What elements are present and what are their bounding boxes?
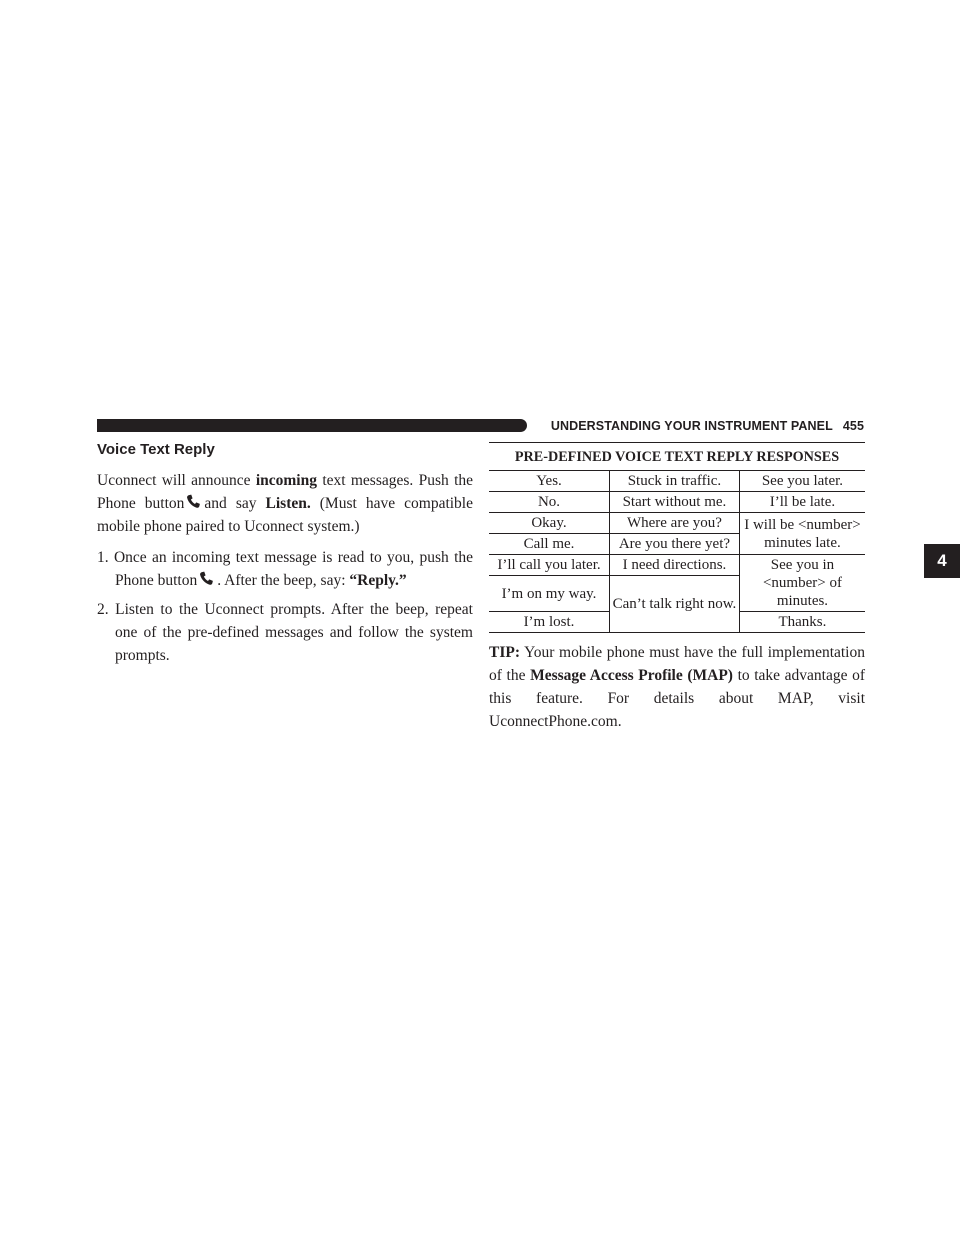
step-number: 1. — [97, 549, 109, 566]
phone-icon — [199, 571, 214, 586]
header-bar — [97, 419, 527, 432]
intro-bold-listen: Listen. — [265, 495, 311, 512]
step-item: 1. Once an incoming text message is read… — [97, 546, 473, 592]
table-cell: Stuck in traffic. — [609, 470, 740, 492]
table-cell: Are you there yet? — [609, 533, 740, 555]
table-cell: See you in <number> of minutes. — [739, 554, 865, 612]
intro-paragraph: Uconnect will announce incoming text mes… — [97, 469, 473, 538]
reply-responses-table: PRE-DEFINED VOICE TEXT REPLY RESPONSES Y… — [489, 442, 865, 633]
page-number: 455 — [842, 419, 864, 433]
table-cell: Where are you? — [609, 512, 740, 534]
table-cell: Okay. — [489, 512, 610, 534]
intro-text-1: Uconnect will announce — [97, 472, 256, 489]
running-head-title: UNDERSTANDING YOUR INSTRUMENT PANEL — [550, 419, 833, 433]
table-row: I’m lost. Thanks. — [489, 611, 865, 633]
step-number: 2. — [97, 601, 109, 618]
table-cell: No. — [489, 491, 610, 513]
table-cell: Thanks. — [739, 611, 865, 633]
left-column: Voice Text Reply Uconnect will announce … — [97, 440, 473, 673]
table-cell: Yes. — [489, 470, 610, 492]
step-text: Listen to the Uconnect prompts. After th… — [115, 601, 473, 664]
table-cell: I’ll call you later. — [489, 554, 610, 576]
section-title: Voice Text Reply — [97, 441, 215, 458]
table-cell: I will be <number> minutes late. — [739, 512, 865, 555]
table-cell: I’m on my way. — [489, 575, 610, 612]
tip-bold-map: Message Access Profile (MAP) — [530, 667, 733, 684]
table-cell: I’m lost. — [489, 611, 610, 633]
table-row: Yes. Stuck in traffic. See you later. — [489, 470, 865, 492]
table-row: I’m on my way. Can’t talk right now. — [489, 575, 865, 633]
table-row: Call me. Are you there yet? — [489, 533, 865, 555]
chapter-tab[interactable]: 4 — [924, 544, 960, 578]
table-cell: I’ll be late. — [739, 491, 865, 513]
steps-list: 1. Once an incoming text message is read… — [97, 546, 473, 667]
table-header-row: PRE-DEFINED VOICE TEXT REPLY RESPONSES — [489, 442, 865, 471]
table-row: Okay. Where are you? I will be <number> … — [489, 512, 865, 555]
phone-icon — [186, 494, 201, 509]
table-cell: Start without me. — [609, 491, 740, 513]
tip-text-1: Your mobile phone must have the full imp… — [489, 644, 865, 684]
step-text: Once an incoming text message is read to… — [113, 549, 474, 589]
step-item: 2. Listen to the Uconnect prompts. After… — [97, 598, 473, 667]
tip-label: TIP: — [489, 644, 520, 661]
tip-text-2: to take advantage of this feature. For d… — [489, 667, 865, 730]
table-cell: Can’t talk right now. — [609, 575, 740, 633]
table-title: PRE-DEFINED VOICE TEXT REPLY RESPONSES — [489, 442, 865, 471]
table-cell: See you later. — [739, 470, 865, 492]
intro-text-3: and say — [204, 495, 266, 512]
table-row: I’ll call you later. I need directions. … — [489, 554, 865, 612]
table-cell: Call me. — [489, 533, 610, 555]
tip-paragraph: TIP: Your mobile phone must have the ful… — [489, 641, 865, 733]
right-column: PRE-DEFINED VOICE TEXT REPLY RESPONSES Y… — [489, 442, 865, 733]
running-head: UNDERSTANDING YOUR INSTRUMENT PANEL 455 — [538, 418, 864, 434]
table-row: No. Start without me. I’ll be late. — [489, 491, 865, 513]
intro-bold-incoming: incoming — [255, 472, 317, 489]
intro-text-4: (Must have compatible mobile phone paire… — [97, 495, 473, 535]
step-text: . After the beep, say: — [217, 572, 350, 589]
table-cell: I need directions. — [609, 554, 740, 576]
step-bold-reply: “Reply.” — [349, 572, 407, 589]
intro-text-2: text messages. Push the Phone button — [97, 472, 474, 512]
